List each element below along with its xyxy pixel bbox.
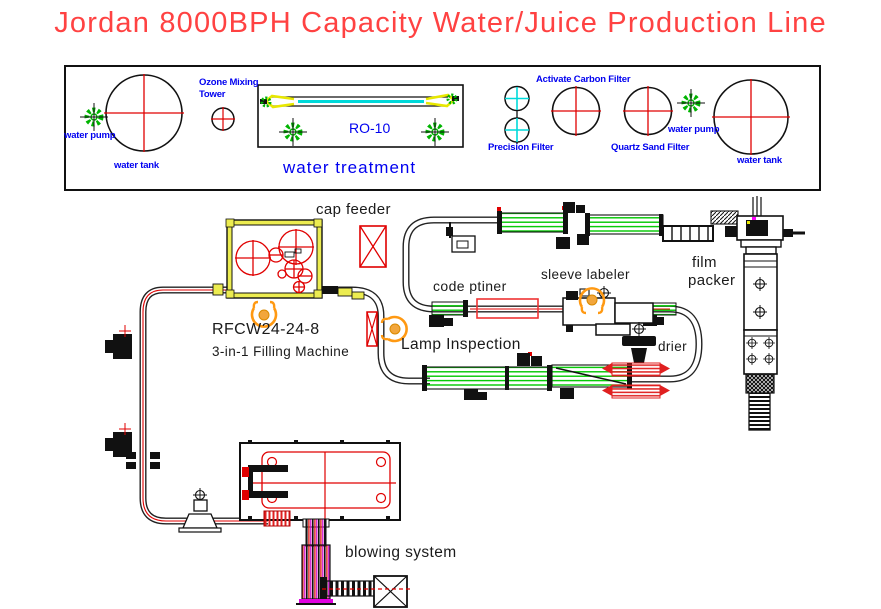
code-printer-icon bbox=[476, 298, 539, 319]
label-precision-filter: Precision Filter bbox=[488, 142, 554, 153]
label-water-treatment: water treatment bbox=[283, 158, 417, 177]
label-cap-feeder: cap feeder bbox=[316, 201, 391, 218]
label-water-tank-right: water tank bbox=[737, 155, 782, 166]
carbon-filter-icon bbox=[551, 86, 601, 136]
top-belt-conveyor bbox=[497, 202, 664, 249]
quartz-filter-icon bbox=[623, 86, 673, 136]
label-carbon-filter: Activate Carbon Filter bbox=[536, 74, 631, 85]
ozone-tower-icon bbox=[211, 107, 235, 131]
label-film-packer-2: packer bbox=[688, 272, 736, 289]
fan-icon bbox=[602, 362, 670, 399]
lamp-inspection-conveyor bbox=[322, 286, 430, 385]
bottom-belt-conveyor bbox=[422, 352, 632, 400]
label-water-tank-left: water tank bbox=[114, 160, 159, 171]
drier-icon bbox=[622, 321, 656, 363]
label-quartz-filter: Quartz Sand Filter bbox=[611, 142, 690, 153]
label-ozone-line2: Tower bbox=[199, 89, 226, 100]
water-treatment-box bbox=[64, 65, 821, 191]
label-lamp-inspection: Lamp Inspection bbox=[401, 336, 521, 353]
label-water-pump-right: water pump bbox=[668, 124, 720, 135]
control-box-icon bbox=[446, 222, 476, 253]
precision-filter-icon bbox=[504, 85, 530, 144]
conveyor-motors-left bbox=[105, 325, 160, 469]
water-tank-right-icon bbox=[712, 79, 790, 155]
water-pump-left-icon bbox=[80, 103, 108, 131]
label-filling-model: RFCW24-24-8 bbox=[212, 321, 320, 338]
label-film-packer-1: film bbox=[692, 254, 717, 271]
filling-machine-icon bbox=[212, 218, 365, 300]
right-u-conveyor bbox=[630, 305, 703, 383]
hopper-icon bbox=[322, 575, 412, 608]
label-ro-unit: RO-10 bbox=[349, 120, 391, 136]
label-code-printer: code ptiner bbox=[433, 278, 507, 294]
water-tank-left-icon bbox=[104, 74, 184, 152]
label-sleeve-labeler: sleeve labeler bbox=[541, 267, 630, 282]
water-pump-right-icon bbox=[677, 89, 705, 117]
label-water-pump-left: water pump bbox=[64, 130, 116, 141]
label-blowing-system: blowing system bbox=[345, 544, 457, 561]
air-conveyor-loop bbox=[139, 286, 268, 525]
cap-feeder-icon bbox=[359, 225, 387, 268]
ro-unit-icon bbox=[257, 84, 464, 147]
label-drier: drier bbox=[658, 339, 688, 354]
page-title: Jordan 8000BPH Capacity Water/Juice Prod… bbox=[54, 7, 827, 39]
label-filling-name: 3-in-1 Filling Machine bbox=[212, 344, 350, 359]
lamp-inspection-icon bbox=[366, 311, 378, 347]
film-packer-icon bbox=[662, 196, 805, 431]
label-ozone-line1: Ozone Mixing bbox=[199, 77, 259, 88]
pedestal-machine-icon bbox=[178, 487, 222, 533]
blowing-machine-icon bbox=[239, 440, 401, 545]
